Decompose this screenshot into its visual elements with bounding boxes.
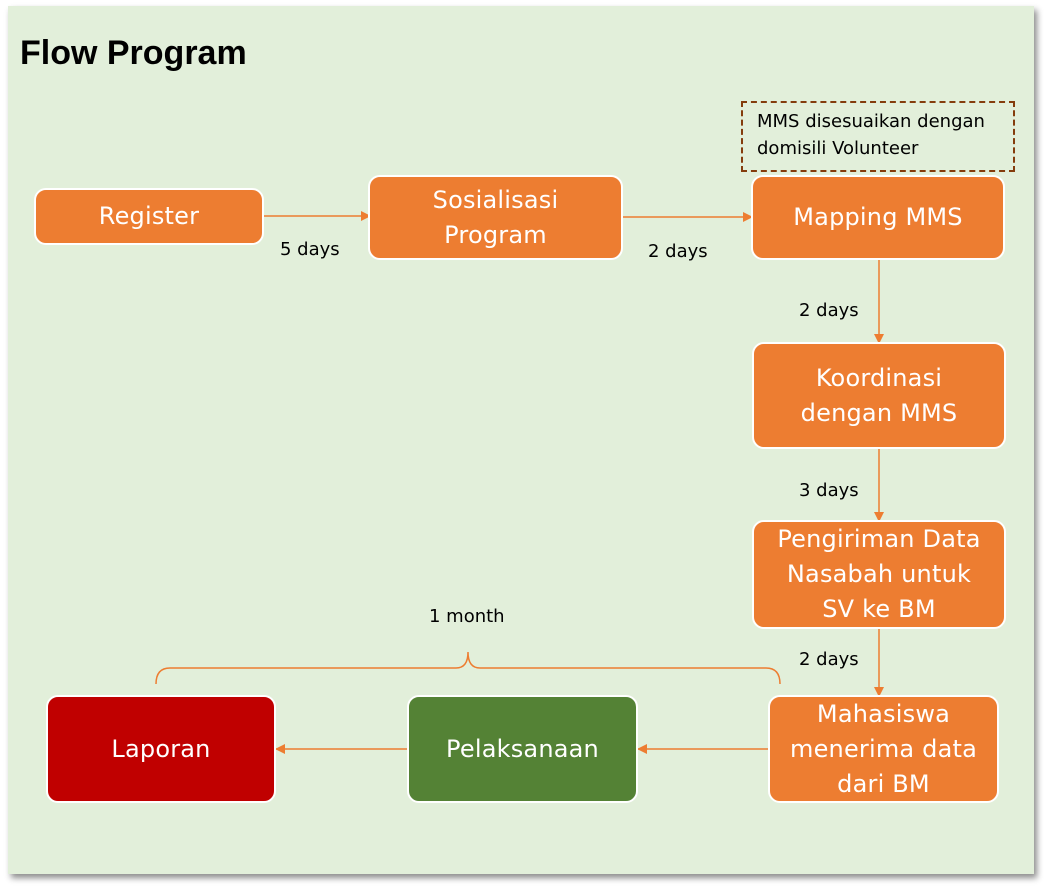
month-brace: [155, 651, 781, 685]
node-pengiriman-line-3: SV ke BM: [822, 595, 936, 623]
node-register: Register: [34, 188, 264, 245]
node-sosialisasi: Sosialisasi Program: [368, 175, 623, 260]
node-mahasiswa-line-2: menerima data: [789, 734, 978, 763]
node-mapping: Mapping MMS: [751, 175, 1005, 260]
node-register-label: Register: [98, 202, 200, 230]
node-koordinasi-line-1: Koordinasi: [815, 363, 943, 392]
node-koordinasi-line-2: dengan MMS: [800, 398, 958, 427]
node-mahasiswa-line-1: Mahasiswa: [816, 699, 951, 728]
node-mahasiswa: Mahasiswa menerima data dari BM: [768, 695, 999, 803]
note-line-1: MMS disesuaikan dengan: [757, 111, 985, 132]
node-koordinasi: Koordinasi dengan MMS: [752, 342, 1006, 449]
node-pengiriman-line-1: Pengiriman Data: [777, 525, 981, 553]
node-pengiriman-line-2: Nasabah untuk: [786, 560, 972, 588]
page-title: Flow Program: [20, 34, 247, 72]
duration-label: 2 days: [799, 300, 859, 321]
node-pengiriman: Pengiriman Data Nasabah untuk SV ke BM: [752, 520, 1006, 629]
note-line-2: domisili Volunteer: [757, 138, 919, 159]
node-mahasiswa-line-3: dari BM: [837, 769, 930, 798]
node-pelaksanaan-label: Pelaksanaan: [446, 734, 599, 763]
duration-label: 3 days: [799, 480, 859, 501]
duration-label: 2 days: [799, 649, 859, 670]
node-laporan-label: Laporan: [111, 734, 211, 763]
node-pelaksanaan: Pelaksanaan: [407, 695, 638, 803]
duration-label: 2 days: [648, 241, 708, 262]
overall-duration-label: 1 month: [429, 606, 505, 627]
node-mapping-label: Mapping MMS: [793, 203, 963, 231]
mapping-note: MMS disesuaikan dengan domisili Voluntee…: [741, 101, 1015, 172]
node-sosialisasi-line-1: Sosialisasi: [432, 185, 559, 214]
node-sosialisasi-line-2: Program: [444, 220, 547, 249]
duration-label: 5 days: [280, 239, 340, 260]
node-laporan: Laporan: [46, 695, 276, 803]
